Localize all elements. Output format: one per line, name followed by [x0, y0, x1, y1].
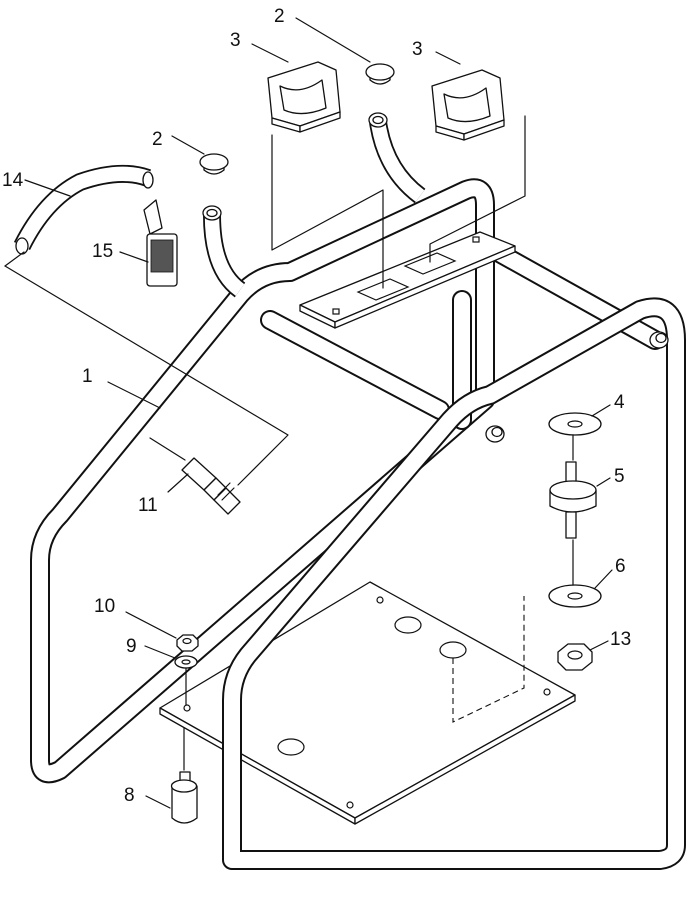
plug-2-left: [199, 153, 229, 175]
callout-9: 9: [126, 636, 137, 657]
tube-end-caps: [485, 331, 669, 443]
callout-6: 6: [615, 556, 626, 577]
callout-5: 5: [614, 466, 625, 487]
hose-left-rise: [202, 205, 246, 298]
plug-2-right: [365, 63, 395, 85]
standoff-8: [170, 771, 198, 824]
top-bracket-plate: [299, 231, 516, 329]
filter-15: [143, 199, 178, 287]
clamp-3-left: [267, 61, 341, 133]
callout-1: 1: [82, 366, 93, 387]
fitting-11: [181, 457, 241, 515]
front-frame-tube: [222, 297, 686, 870]
callout-2-top: 2: [274, 6, 285, 27]
callout-10: 10: [94, 596, 115, 617]
callout-13: 13: [610, 629, 631, 650]
hose-14: [13, 164, 154, 255]
nut-10: [176, 634, 199, 652]
clamp-3-right: [431, 69, 505, 141]
callout-labels: 1 2 2 3 3 4 5 6 8 9 10 11 13 14 15: [2, 6, 631, 806]
nut-13: [557, 643, 593, 671]
callout-14: 14: [2, 170, 24, 191]
callout-2-left: 2: [152, 129, 163, 150]
hose-right-rise: [368, 112, 426, 204]
washer-6: [548, 584, 602, 608]
callout-15: 15: [92, 241, 113, 262]
callout-3-right: 3: [412, 39, 423, 60]
callout-11: 11: [138, 495, 158, 516]
washer-4: [548, 412, 602, 436]
callout-4: 4: [614, 392, 625, 413]
callout-3-left: 3: [230, 30, 241, 51]
base-plate: [159, 581, 576, 825]
washer-9: [174, 655, 198, 669]
vibration-mount-5: [549, 461, 597, 539]
assembly-lines: [4, 17, 613, 809]
callout-8: 8: [124, 785, 135, 806]
rear-frame-tube: [30, 178, 495, 784]
